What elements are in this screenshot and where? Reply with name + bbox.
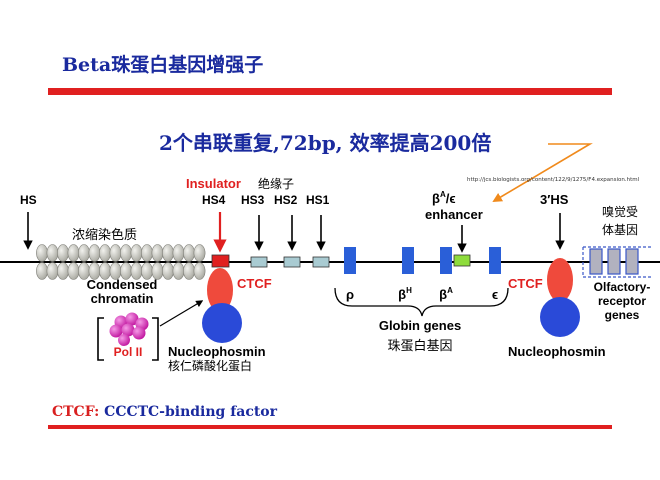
chromatin-bead [151, 244, 164, 262]
title-underline [48, 88, 612, 95]
olfactory-label-2: receptor [598, 294, 646, 308]
chromatin-bead [36, 244, 48, 262]
gene-rho-box [344, 247, 356, 274]
chromatin-bead [162, 262, 174, 280]
enhancer-beta-sup: A [440, 190, 446, 199]
chromatin-bead [172, 262, 185, 280]
hs2-label: HS2 [274, 193, 298, 207]
bottom-rule [48, 425, 612, 429]
nucleophosmin-right-label: Nucleophosmin [508, 344, 606, 359]
chromatin-bead [36, 262, 48, 280]
gene-beta-a-box [440, 247, 452, 274]
gene-beta-h-label: β [398, 287, 406, 302]
chromatin-bead [99, 244, 111, 262]
nucleophosmin-right-shape [540, 297, 580, 337]
hs-left-label: HS [20, 193, 37, 207]
chromatin-bead [141, 244, 153, 262]
chromatin-bead [130, 244, 143, 262]
olfactory-gene-1 [589, 248, 603, 275]
gene-beta-h-sup: H [406, 286, 412, 295]
ctcf-left-label: CTCF [237, 276, 272, 291]
headline: 2个串联重复,72bp, 效率提高200倍 [159, 131, 492, 155]
nucleophosmin-left-label: Nucleophosmin [168, 344, 266, 359]
headline-callout-line [492, 143, 593, 202]
pol2-bracket-right [152, 317, 159, 361]
condensed-label-2: chromatin [91, 291, 154, 306]
chromatin-bead [193, 244, 206, 262]
chromatin-bead [67, 244, 80, 262]
enhancer-eps-label: /ϵ [446, 191, 456, 206]
gene-beta-h-box [402, 247, 414, 274]
chromatin-bead [162, 244, 174, 262]
chromatin-bead [172, 244, 185, 262]
gene-beta-a-sup: A [447, 286, 453, 295]
insulator-hs4-box [211, 254, 230, 268]
hs3prime-label: 3′HS [540, 192, 569, 207]
nucleophosmin-left-shape [202, 303, 242, 343]
olfactory-gene-3 [625, 248, 639, 275]
chromatin-bead [46, 244, 59, 262]
olfactory-bracket [582, 246, 651, 278]
chromatin-bead [78, 244, 90, 262]
hs4-label: HS4 [202, 193, 226, 207]
gene-rho-label: ρ [346, 287, 354, 302]
olfactory-gene-2 [607, 248, 621, 275]
globin-genes-cn-label: 珠蛋白基因 [387, 338, 452, 354]
pol2-label: Pol II [114, 345, 143, 359]
olfactory-label-3: genes [605, 308, 640, 322]
chromatin-bead [120, 244, 132, 262]
ctcf-left-shape [207, 268, 233, 312]
chromatin-bead [183, 244, 195, 262]
hs1-box [312, 256, 330, 268]
condensed-chromatin-cn-label: 浓缩染色质 [72, 227, 137, 243]
hs3-box [250, 256, 268, 268]
gene-epsilon-label: ϵ [492, 287, 498, 302]
chromatin-bead [57, 262, 69, 280]
olfactory-cn-label-2: 体基因 [602, 223, 638, 237]
chromatin-bead [67, 262, 80, 280]
chromatin-bead [183, 262, 195, 280]
hs1-label: HS1 [306, 193, 330, 207]
condensed-label-1: Condensed [87, 277, 158, 292]
insulator-label: Insulator [186, 176, 241, 191]
hs2-box [283, 256, 301, 268]
hs3-label: HS3 [241, 193, 265, 207]
source-url: http://jcs.biologists.org/content/122/9/… [467, 177, 640, 183]
svg-text:βH: βH [398, 286, 412, 302]
globin-genes-label: Globin genes [379, 318, 461, 333]
svg-text:βA: βA [439, 286, 453, 302]
chromatin-bead [46, 262, 59, 280]
ctcf-right-label: CTCF [508, 276, 543, 291]
footer-value: CCCTC-binding factor [99, 404, 278, 420]
gene-epsilon-box [489, 247, 501, 274]
gene-beta-a-label: β [439, 287, 447, 302]
chromatin-bead [57, 244, 69, 262]
nucleophosmin-cn-label: 核仁磷酸化蛋白 [168, 358, 252, 373]
enhancer-label: enhancer [425, 207, 483, 222]
chromatin-bead [109, 244, 122, 262]
enhancer-beta-label: β [432, 191, 440, 206]
condensed-chromatin-beads [36, 244, 206, 280]
footer-note: CTCF: CCCTC-binding factor [52, 404, 277, 420]
pol2-pointer [159, 300, 204, 327]
globin-brace [334, 287, 509, 317]
slide-title: Beta珠蛋白基因增强子 [62, 54, 264, 76]
enhancer-box [453, 254, 471, 267]
pol2-cluster [109, 312, 149, 346]
chromatin-bead [193, 262, 206, 280]
footer-key: CTCF: [52, 404, 100, 420]
ctcf-right-shape [547, 258, 573, 302]
olfactory-label-1: Olfactory- [594, 280, 651, 294]
insulator-cn-label: 绝缘子 [258, 176, 294, 191]
pol2-bracket-left [97, 317, 104, 361]
chromatin-bead [88, 244, 101, 262]
olfactory-cn-label-1: 嗅觉受 [602, 205, 638, 219]
svg-text:βA/ϵ: βA/ϵ [432, 190, 456, 206]
